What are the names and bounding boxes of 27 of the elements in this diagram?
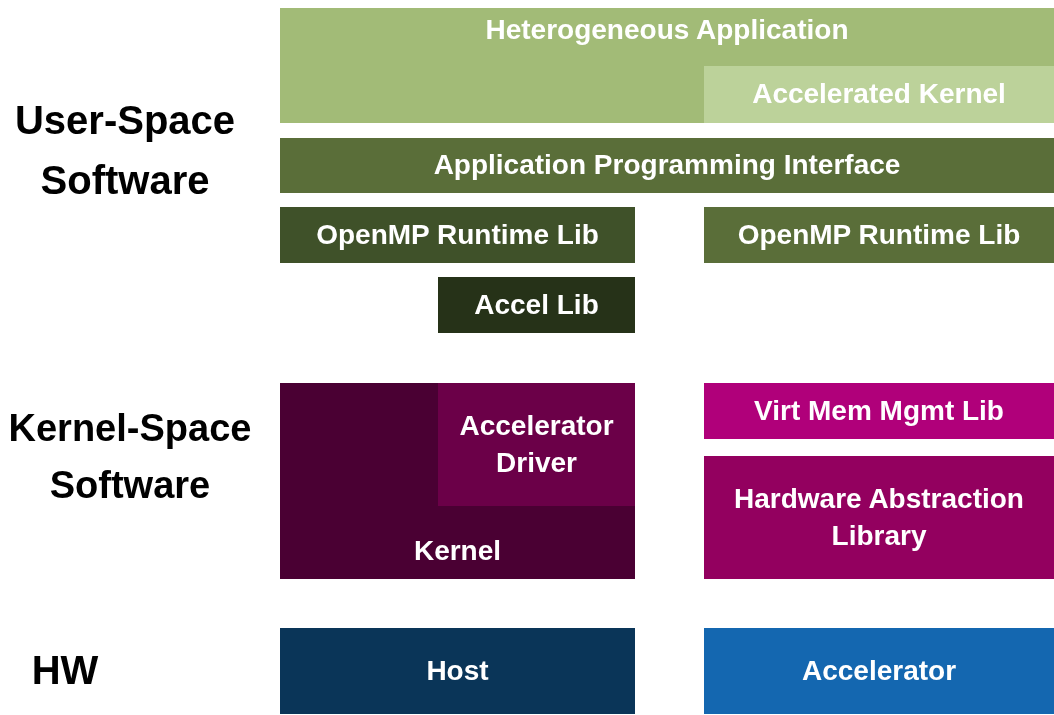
layer-label: OpenMP Runtime Lib xyxy=(737,217,1021,252)
layer-label: Application Programming Interface xyxy=(433,148,901,183)
layer-box xyxy=(704,383,1054,439)
layer-box xyxy=(704,628,1054,714)
layer-box xyxy=(280,207,635,263)
component-box xyxy=(704,66,1054,123)
layer-label: OpenMP Runtime Lib xyxy=(316,217,599,252)
layer-label: Heterogeneous Application xyxy=(485,13,849,47)
tier-label: HW xyxy=(30,647,100,694)
layer-box xyxy=(704,456,1054,579)
tier-label: User-Space Software xyxy=(13,97,237,204)
layer-box xyxy=(280,138,1054,193)
layer-box xyxy=(704,207,1054,263)
layer-box xyxy=(280,628,635,714)
layer-box xyxy=(438,277,635,333)
layer-label: Kernel xyxy=(412,533,503,568)
layer-label: Hardware Abstraction Library xyxy=(733,482,1025,553)
layer-box xyxy=(280,383,635,579)
layer-label: Virt Mem Mgmt Lib xyxy=(754,393,1004,428)
layer-label: Accelerator Driver xyxy=(458,409,615,480)
layer-label: Accelerated Kernel xyxy=(752,77,1006,112)
layer-label: Host xyxy=(426,653,489,688)
tier-label: Kernel-Space Software xyxy=(7,406,253,508)
layer-box xyxy=(280,8,1054,123)
layer-label: Accelerator xyxy=(801,653,957,688)
component-box xyxy=(438,383,635,506)
layer-label: Accel Lib xyxy=(474,287,599,322)
